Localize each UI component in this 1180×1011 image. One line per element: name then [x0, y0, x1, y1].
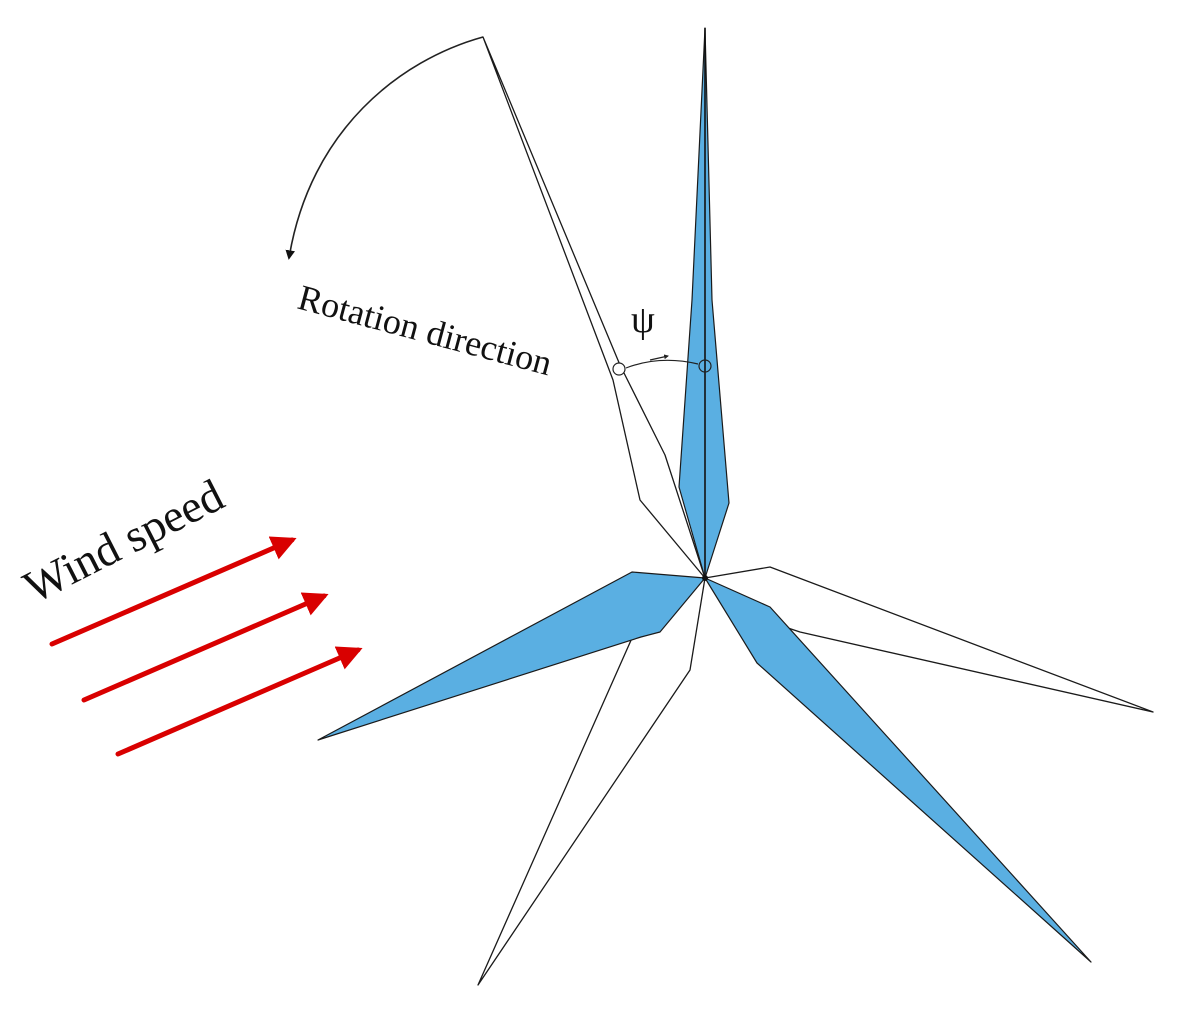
rotor-current-position — [317, 27, 1092, 963]
angle-arc-arrow — [649, 354, 669, 361]
wind-arrow-2 — [81, 592, 329, 703]
wind-arrows — [49, 536, 363, 757]
rotor-previous-position — [477, 36, 1154, 986]
angle-marker-current-blade — [698, 359, 712, 373]
blade-upper — [678, 27, 730, 579]
angle-arc — [625, 359, 699, 369]
rotor-hub — [702, 575, 708, 581]
rotation-direction-arrow — [285, 36, 484, 260]
azimuth-angle-marker: ψ — [612, 299, 712, 376]
blade-right — [704, 577, 1092, 963]
wind-speed-label: Wind speed — [15, 469, 231, 613]
angle-symbol: ψ — [631, 299, 655, 341]
blade-left — [317, 571, 706, 741]
rotation-direction-label: Rotation direction — [294, 277, 556, 383]
outline-blade-upper — [482, 36, 706, 579]
wind-arrow-1 — [49, 536, 297, 647]
wind-arrow-3 — [115, 646, 363, 757]
angle-marker-outline-blade — [612, 362, 626, 376]
